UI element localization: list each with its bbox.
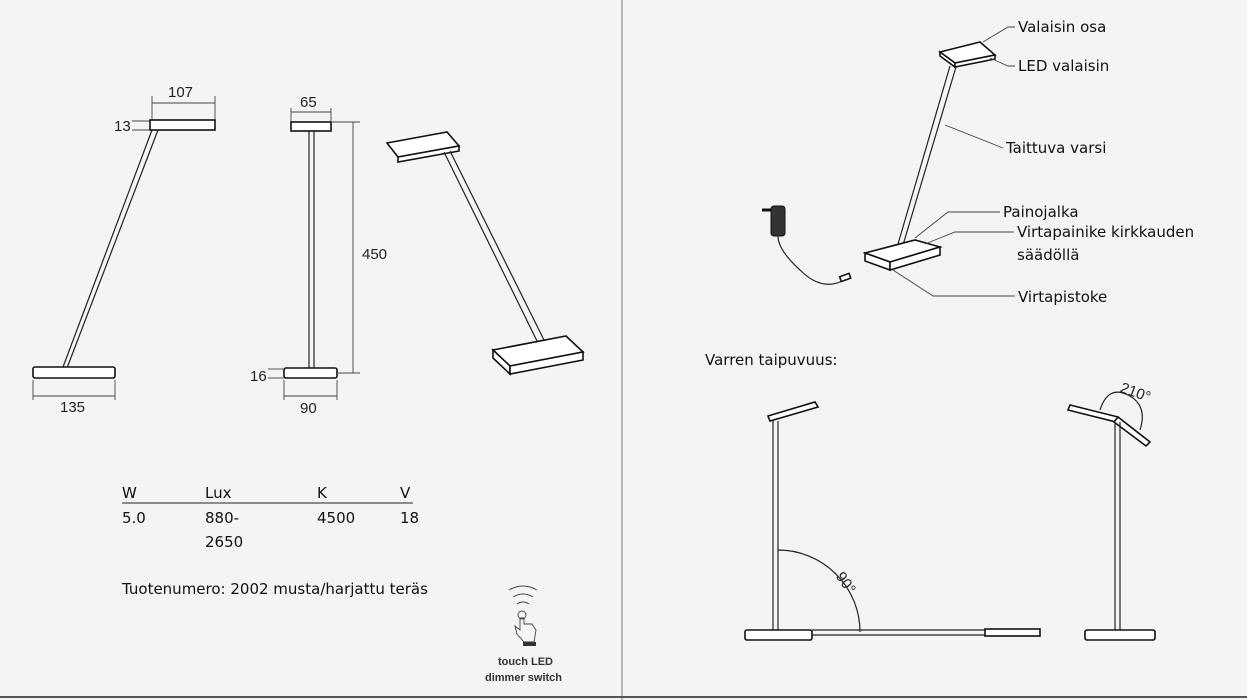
label-switch-line1: Virtapainike kirkkauden [1017,223,1194,241]
spec-header-v: V [400,484,411,502]
spec-value-lux-cont: 2650 [205,533,243,551]
flex-title: Varren taipuvuus: [705,351,838,369]
flex-lamp-210: 210° [1066,379,1156,641]
label-switch-line2: säädöllä [1017,246,1079,264]
touch-hand-icon [508,585,538,646]
spec-value-k: 4500 [317,509,355,527]
label-base: Painojalka [1003,203,1079,221]
touch-label-line1: touch LED [498,656,553,668]
flex-lamp-90: 90° [744,401,1041,641]
spec-header-k: K [317,484,328,502]
angle-210-label: 210° [1118,379,1153,406]
power-adapter-icon [770,205,786,237]
label-arm: Taittuva varsi [1005,139,1106,157]
parts-lamp [762,26,1015,297]
dim-base-width: 135 [60,399,85,416]
touch-label-line2: dimmer switch [485,672,562,684]
dim-head-width: 107 [168,84,193,101]
dim-base-depth: 90 [300,400,317,417]
label-head: Valaisin osa [1018,18,1106,36]
dim-height: 450 [362,246,387,263]
angle-90-label: 90° [832,569,859,597]
spec-value-v: 18 [400,509,419,527]
side-view-lamp: 65 450 16 90 [250,94,387,417]
perspective-lamp [385,131,585,376]
dim-base-height: 16 [250,368,267,385]
specs-table: W Lux K V 5.0 880- 4500 18 2650 [122,484,419,551]
label-socket: Virtapistoke [1018,288,1107,306]
front-view-lamp: 107 13 135 [32,84,216,416]
product-number: Tuotenumero: 2002 musta/harjattu teräs [121,580,428,598]
spec-value-w: 5.0 [122,509,146,527]
spec-header-lux: Lux [205,484,232,502]
label-led: LED valaisin [1018,57,1109,75]
spec-value-lux: 880- [205,509,239,527]
dim-head-height: 13 [114,118,131,135]
dim-side-head-width: 65 [300,94,317,111]
spec-header-w: W [122,484,137,502]
